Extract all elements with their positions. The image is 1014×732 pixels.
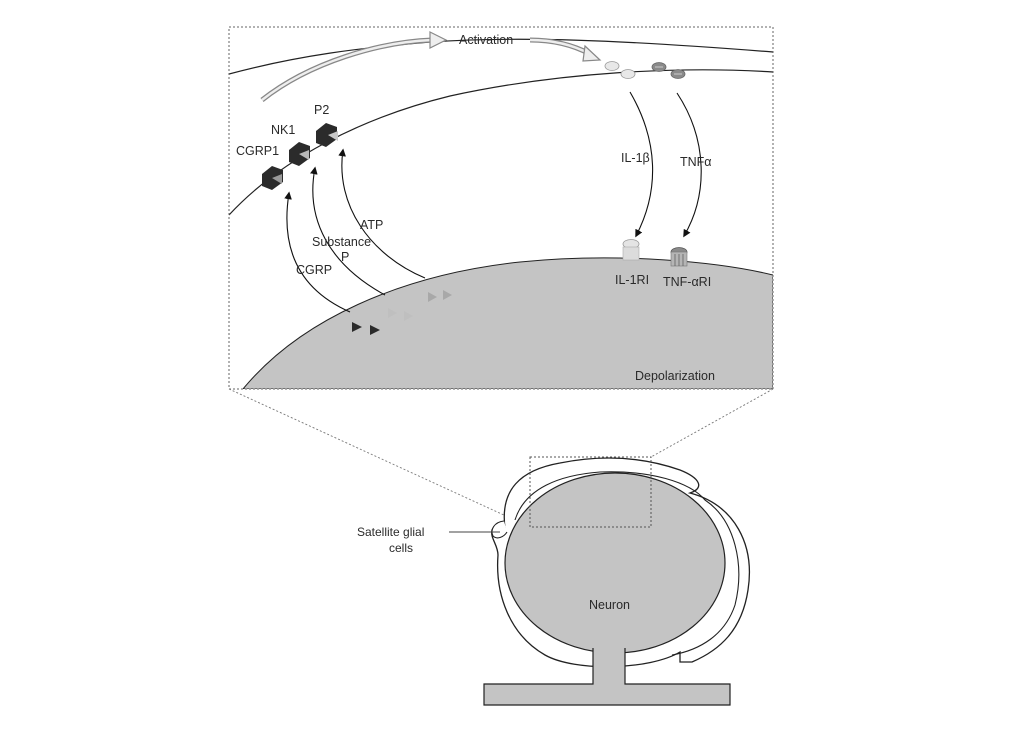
inset-frame bbox=[228, 26, 774, 390]
zoomed-inset: Activation P2 NK1 CGRP1 ATP Substance P … bbox=[228, 26, 774, 390]
satellite-label-line1: Satellite glial bbox=[357, 525, 424, 539]
neuron-membrane-region bbox=[242, 257, 773, 389]
satellite-label-line2: cells bbox=[389, 541, 413, 555]
cgrp-ligands bbox=[352, 322, 380, 335]
zoom-line-left bbox=[228, 388, 531, 528]
activation-label: Activation bbox=[459, 33, 513, 47]
cgrp1-label: CGRP1 bbox=[236, 144, 279, 158]
glial-inner-membrane bbox=[229, 69, 773, 216]
atp-label: ATP bbox=[360, 218, 383, 232]
neuron-overview: Satellite glial cells Neuron bbox=[357, 456, 750, 706]
tnfari-label: TNF-αRI bbox=[663, 275, 711, 289]
atp-ligands bbox=[428, 290, 452, 302]
il1ri-receptor bbox=[622, 239, 640, 261]
il1b-arrow bbox=[629, 91, 654, 238]
atp-arrow bbox=[338, 148, 426, 279]
neuron-label: Neuron bbox=[589, 598, 630, 612]
zoom-line-right bbox=[650, 388, 774, 458]
tnfa-label: TNFα bbox=[680, 155, 712, 169]
p-label: P bbox=[341, 250, 349, 264]
axon-stem bbox=[483, 648, 731, 706]
substance-p-arrow bbox=[310, 166, 386, 296]
nk1-receptor bbox=[289, 142, 310, 166]
cgrp-arrow bbox=[284, 191, 351, 313]
p2-receptor bbox=[316, 123, 338, 147]
glial-nub bbox=[491, 520, 508, 539]
substance-label: Substance bbox=[312, 235, 371, 249]
tnfari-receptor bbox=[670, 247, 688, 267]
activation-arrow-left bbox=[260, 37, 433, 102]
nk1-label: NK1 bbox=[271, 123, 295, 137]
cgrp-label: CGRP bbox=[296, 263, 332, 277]
il1ri-label: IL-1RI bbox=[615, 273, 649, 287]
zoom-box bbox=[529, 456, 652, 528]
cgrp1-receptor bbox=[262, 166, 283, 190]
substance-p-ligands bbox=[388, 308, 413, 321]
il1b-vesicles bbox=[604, 61, 636, 79]
neuron-soma bbox=[504, 472, 726, 654]
il1b-label: IL-1β bbox=[621, 151, 650, 165]
satellite-glial-inner bbox=[514, 471, 740, 656]
p2-label: P2 bbox=[314, 103, 329, 117]
depolarization-label: Depolarization bbox=[635, 369, 715, 383]
tnfa-arrow bbox=[676, 92, 702, 238]
tnfa-vesicles bbox=[651, 62, 686, 79]
